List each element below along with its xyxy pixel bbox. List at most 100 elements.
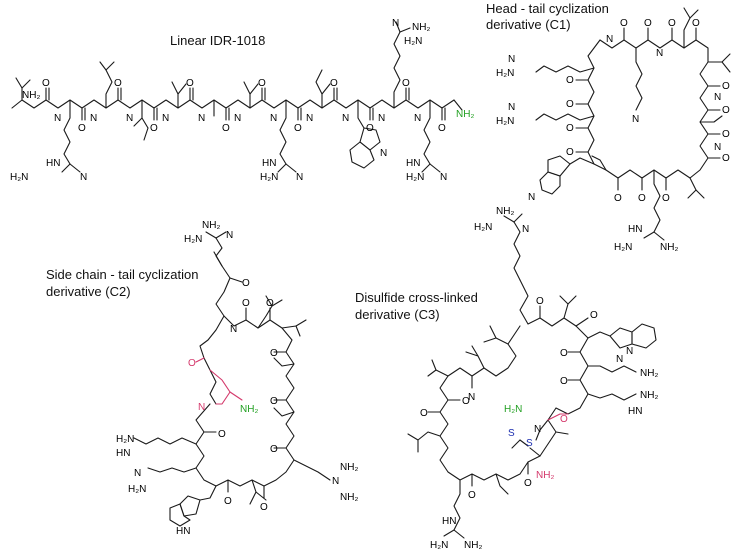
svg-text:O: O	[560, 414, 568, 425]
svg-text:O: O	[114, 78, 122, 89]
svg-text:N: N	[714, 142, 721, 153]
svg-text:N: N	[534, 424, 541, 435]
svg-text:N: N	[332, 476, 339, 487]
svg-text:N: N	[198, 113, 205, 124]
c1-cyclic-peptide-structure	[535, 7, 731, 241]
svg-text:H₂N: H₂N	[496, 116, 514, 127]
svg-text:O: O	[560, 376, 568, 387]
svg-text:O: O	[224, 496, 232, 507]
svg-text:N: N	[80, 172, 87, 183]
c2-title-line1: Side chain - tail cyclization	[46, 267, 199, 282]
svg-text:O: O	[266, 298, 274, 309]
svg-text:O: O	[722, 129, 730, 140]
svg-text:O: O	[218, 429, 226, 440]
c1-title-line1: Head - tail cyclization	[486, 1, 609, 16]
svg-text:O: O	[258, 78, 266, 89]
svg-text:N: N	[198, 402, 205, 413]
c2-title-line2: derivative (C2)	[46, 284, 131, 299]
svg-text:O: O	[438, 123, 446, 134]
svg-text:O: O	[722, 81, 730, 92]
svg-text:O: O	[524, 478, 532, 489]
c2-terminal-amide-label: NH₂	[240, 404, 258, 415]
svg-text:O: O	[270, 348, 278, 359]
svg-text:H₂N: H₂N	[474, 222, 492, 233]
svg-text:O: O	[150, 123, 158, 134]
svg-text:NH₂: NH₂	[536, 470, 554, 481]
svg-text:N: N	[226, 230, 233, 241]
svg-text:O: O	[42, 78, 50, 89]
svg-text:NH₂: NH₂	[340, 462, 358, 473]
svg-text:N: N	[296, 172, 303, 183]
svg-text:O: O	[294, 123, 302, 134]
svg-text:O: O	[638, 193, 646, 204]
svg-text:N: N	[126, 113, 133, 124]
svg-text:O: O	[186, 78, 194, 89]
n-terminus-label: NH₂	[22, 90, 40, 101]
svg-text:N: N	[378, 113, 385, 124]
svg-text:HN: HN	[442, 516, 456, 527]
svg-text:O: O	[270, 396, 278, 407]
svg-text:HN: HN	[262, 158, 276, 169]
svg-text:NH₂: NH₂	[496, 206, 514, 217]
svg-text:HN: HN	[628, 406, 642, 417]
svg-text:HN: HN	[176, 526, 190, 537]
svg-text:NH₂: NH₂	[412, 22, 430, 33]
svg-text:O: O	[566, 147, 574, 158]
c2-atom-labels: NH₂ H₂N N O N O O O O O O N NH₂ O O O H₂…	[116, 220, 358, 537]
svg-text:H₂N: H₂N	[430, 540, 448, 551]
svg-text:O: O	[222, 123, 230, 134]
linear-title: Linear IDR-1018	[170, 33, 266, 48]
svg-text:O: O	[722, 153, 730, 164]
svg-text:N: N	[626, 346, 633, 357]
svg-text:N: N	[656, 48, 663, 59]
svg-text:O: O	[614, 193, 622, 204]
svg-text:O: O	[330, 78, 338, 89]
sulfur-label-1: S	[508, 428, 515, 439]
svg-text:O: O	[722, 105, 730, 116]
c3-title-line2: derivative (C3)	[355, 307, 440, 322]
svg-text:O: O	[270, 444, 278, 455]
svg-text:O: O	[260, 502, 268, 513]
svg-text:N: N	[134, 468, 141, 479]
svg-text:N: N	[234, 113, 241, 124]
svg-text:H₂N: H₂N	[404, 36, 422, 47]
linear-atom-labels: NH₂ O N O N O N O N O N O N O N O N O N …	[10, 18, 474, 183]
svg-text:N: N	[392, 18, 399, 29]
c3-cyclic-peptide-structure	[407, 213, 657, 539]
c3-atom-labels: NH₂ H₂N N O O O O O H₂N N S S NH₂ O O O …	[420, 206, 658, 551]
linear-peptide-structure	[11, 21, 463, 173]
svg-text:O: O	[560, 348, 568, 359]
svg-text:O: O	[242, 298, 250, 309]
svg-text:N: N	[508, 54, 515, 65]
c3-title-line1: Disulfide cross-linked	[355, 290, 478, 305]
svg-text:O: O	[536, 296, 544, 307]
svg-text:H₂N: H₂N	[406, 172, 424, 183]
svg-text:O: O	[366, 123, 374, 134]
svg-text:O: O	[462, 396, 470, 407]
c3-terminal-amide-label: H₂N	[504, 404, 522, 415]
svg-text:NH₂: NH₂	[464, 540, 482, 551]
svg-text:NH₂: NH₂	[660, 242, 678, 253]
svg-text:O: O	[566, 123, 574, 134]
svg-text:O: O	[620, 18, 628, 29]
svg-text:N: N	[440, 172, 447, 183]
svg-text:O: O	[468, 490, 476, 501]
svg-text:H₂N: H₂N	[116, 434, 134, 445]
svg-text:N: N	[414, 113, 421, 124]
svg-text:N: N	[632, 114, 639, 125]
svg-text:HN: HN	[628, 224, 642, 235]
sulfur-label-2: S	[526, 438, 533, 449]
svg-text:NH₂: NH₂	[640, 368, 658, 379]
svg-text:N: N	[508, 102, 515, 113]
svg-text:O: O	[566, 99, 574, 110]
svg-text:HN: HN	[46, 158, 60, 169]
svg-text:NH₂: NH₂	[640, 390, 658, 401]
svg-text:O: O	[692, 18, 700, 29]
svg-text:O: O	[420, 408, 428, 419]
svg-text:HN: HN	[116, 448, 130, 459]
c1-atom-labels: N O O N O O O N O O N O O O O O O O O HN…	[496, 18, 730, 253]
svg-text:N: N	[342, 113, 349, 124]
c-terminus-amide-label: NH₂	[456, 109, 474, 120]
svg-text:N: N	[468, 392, 475, 403]
